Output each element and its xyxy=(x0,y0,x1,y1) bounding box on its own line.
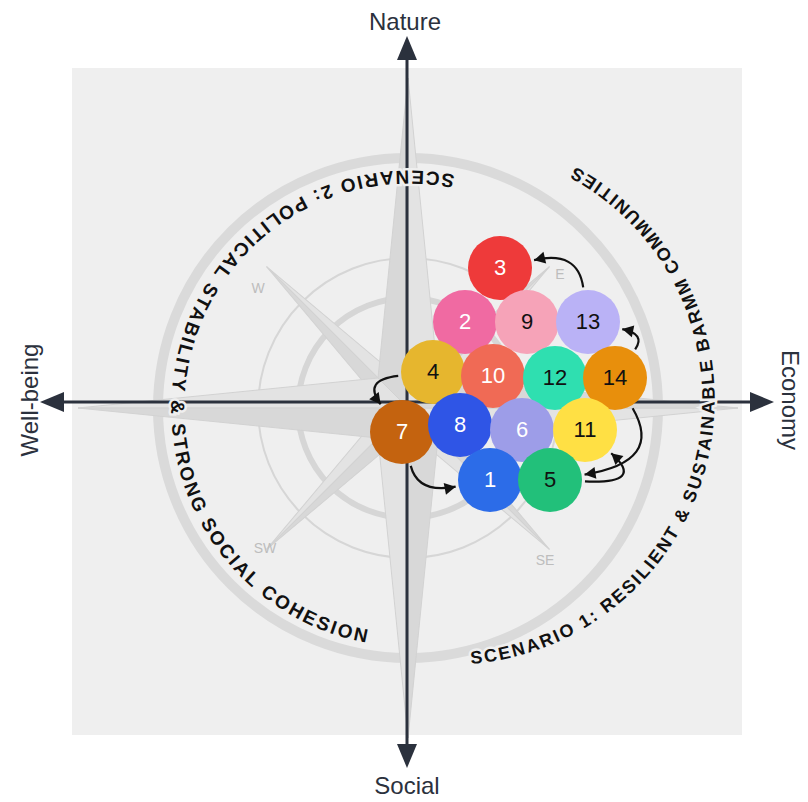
circle-number: 13 xyxy=(576,311,600,333)
compass-letter: SE xyxy=(536,552,555,568)
circle-number: 10 xyxy=(481,365,505,387)
numbered-circle: 9 xyxy=(495,290,559,354)
arc-text-holder: SCENARIO 2: POLITICAL STABILITY & STRONG… xyxy=(167,166,456,646)
circle-number: 4 xyxy=(427,361,439,383)
axis-label: Economy xyxy=(776,350,804,450)
numbered-circle: 7 xyxy=(370,400,434,464)
arrow-head xyxy=(444,483,456,495)
flow-arrow xyxy=(534,252,583,288)
compass-letter: SW xyxy=(254,540,277,556)
circle-number: 2 xyxy=(459,311,471,333)
compass-letter: E xyxy=(555,266,564,282)
circle-number: 9 xyxy=(521,311,533,333)
flow-arrow xyxy=(411,466,456,495)
scenario-label: SCENARIO 2: POLITICAL STABILITY & STRONG… xyxy=(167,166,456,646)
arrow-head xyxy=(534,252,546,264)
axis-label: Nature xyxy=(369,8,441,36)
circle-number: 1 xyxy=(484,469,496,491)
circle-number: 12 xyxy=(543,367,567,389)
circle-number: 11 xyxy=(574,419,597,441)
circle-number: 7 xyxy=(396,421,408,443)
compass-letter: W xyxy=(251,280,264,296)
circle-number: 14 xyxy=(603,367,627,389)
circle-number: 6 xyxy=(516,419,528,441)
flow-arrow xyxy=(622,325,638,349)
axis-label: Well-being xyxy=(16,344,44,457)
axis-label: Social xyxy=(374,772,439,800)
circle-number: 8 xyxy=(454,414,466,436)
arrow-head xyxy=(585,467,597,479)
numbered-circle: 13 xyxy=(556,290,620,354)
numbered-circle: 5 xyxy=(518,448,582,512)
axes xyxy=(40,36,774,768)
arrow-head xyxy=(369,392,380,404)
numbered-circle: 8 xyxy=(428,393,492,457)
arrow-line xyxy=(534,258,583,287)
circle-number: 5 xyxy=(544,469,556,491)
numbered-circle: 1 xyxy=(458,448,522,512)
arrow-head xyxy=(622,325,634,337)
circle-number: 3 xyxy=(494,257,506,279)
